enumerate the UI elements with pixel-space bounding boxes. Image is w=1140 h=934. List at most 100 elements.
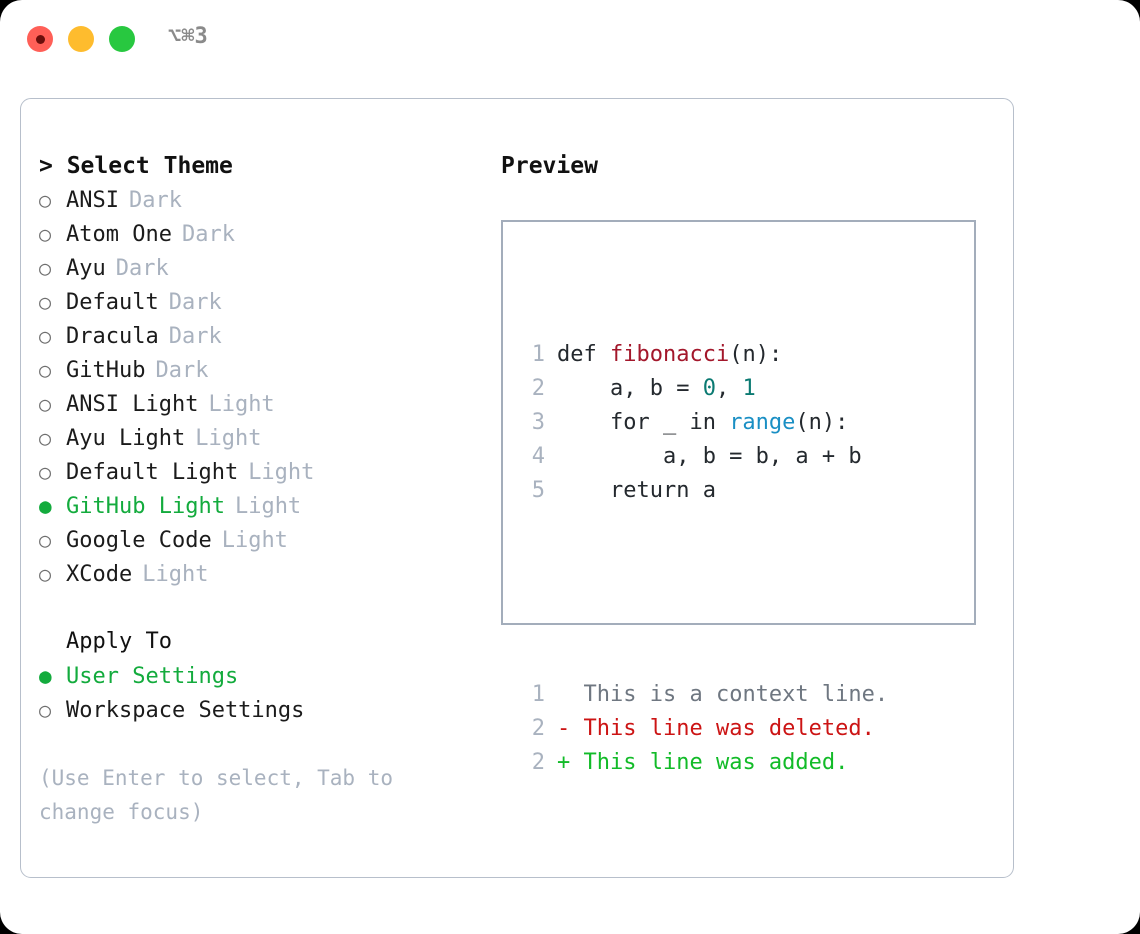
theme-option-tag: Dark [128, 188, 182, 213]
diff-line-text: This line was added. [583, 750, 849, 775]
radio-unselected-icon: ○ [39, 188, 52, 212]
theme-option-tag: Light [208, 392, 275, 417]
panel-title-select-theme: > Select Theme [39, 153, 233, 179]
code-line-number: 4 [531, 444, 545, 469]
code-token-plain: return a [557, 478, 716, 503]
theme-option-label: Dracula [66, 324, 159, 349]
theme-option-tag: Light [142, 562, 209, 587]
radio-unselected-icon: ○ [39, 460, 52, 484]
code-line: 3 for _ in range(n): [525, 406, 974, 440]
apply-to-option-label: User Settings [66, 664, 239, 689]
apply-to-option-user-settings[interactable]: ● User Settings [39, 659, 479, 693]
radio-unselected-icon: ○ [39, 698, 52, 722]
code-token-plain: , [715, 376, 743, 401]
radio-unselected-icon: ○ [39, 528, 52, 552]
radio-selected-icon: ● [39, 494, 52, 518]
keyboard-hint-text: (Use Enter to select, Tab to change focu… [39, 766, 394, 824]
diff-line-ctx: 1 This is a context line. [525, 678, 974, 712]
radio-unselected-icon: ○ [39, 256, 52, 280]
code-token-plain: a, b = b, a + b [557, 444, 862, 469]
theme-option-label: Default [66, 290, 159, 315]
theme-option-tag: Dark [115, 256, 169, 281]
apply-to-option-workspace-settings[interactable]: ○Workspace Settings [39, 693, 479, 727]
panel-title-preview: Preview [501, 153, 598, 179]
diff-marker [557, 682, 584, 707]
keyboard-shortcut-label: ⌥⌘3 [168, 24, 208, 49]
code-token-builtin: range [729, 410, 796, 435]
theme-option-tag: Light [248, 460, 315, 485]
section-spacer [39, 591, 479, 625]
theme-option-label: ANSI Light [66, 392, 199, 417]
theme-option-atom-one[interactable]: ○ Atom One Dark [39, 217, 479, 251]
radio-unselected-icon: ○ [39, 392, 52, 416]
diff-sample-block: 1 This is a context line.2- This line wa… [525, 678, 974, 780]
theme-option-label: GitHub [66, 358, 146, 383]
radio-unselected-icon: ○ [39, 562, 52, 586]
code-token-plain: for _ in [557, 410, 730, 435]
code-line: 5 return a [525, 474, 974, 508]
code-line-number: 2 [531, 376, 545, 401]
code-line: 4 a, b = b, a + b [525, 440, 974, 474]
theme-option-google-code[interactable]: ○ Google Code Light [39, 523, 479, 557]
diff-marker: - [557, 716, 584, 741]
diff-line-number: 2 [531, 750, 545, 775]
minimize-window-icon[interactable] [68, 26, 94, 52]
theme-option-github[interactable]: ○ GitHub Dark [39, 353, 479, 387]
code-blank-line [525, 576, 974, 610]
theme-option-tag: Light [195, 426, 262, 451]
maximize-window-icon[interactable] [109, 26, 135, 52]
code-token-plain: (n): [795, 410, 849, 435]
code-token-num: 1 [742, 376, 756, 401]
code-token-func: fibonacci [609, 342, 730, 367]
code-token-plain: def [557, 342, 610, 367]
theme-option-tag: Dark [155, 358, 209, 383]
code-line: 2 a, b = 0, 1 [525, 372, 974, 406]
diff-marker: + [557, 750, 584, 775]
theme-option-tag: Dark [181, 222, 235, 247]
theme-option-label: Atom One [66, 222, 172, 247]
title-bar: ⌥⌘3 [0, 0, 1140, 78]
code-token-num: 0 [702, 376, 716, 401]
theme-option-tag: Dark [168, 290, 222, 315]
code-line-number: 5 [531, 478, 545, 503]
theme-option-tag: Dark [168, 324, 222, 349]
diff-line-number: 2 [531, 716, 545, 741]
theme-option-tag: Light [221, 528, 288, 553]
code-token-plain: a, b = [557, 376, 703, 401]
radio-selected-icon: ● [39, 664, 52, 688]
diff-line-text: This line was deleted. [583, 716, 875, 741]
theme-option-xcode[interactable]: ○ XCode Light [39, 557, 479, 591]
diff-line-del: 2- This line was deleted. [525, 712, 974, 746]
code-line-number: 3 [531, 410, 545, 435]
theme-option-ayu[interactable]: ○ Ayu Dark [39, 251, 479, 285]
radio-unselected-icon: ○ [39, 222, 52, 246]
theme-option-label: GitHub Light [66, 494, 225, 519]
radio-unselected-icon: ○ [39, 324, 52, 348]
radio-unselected-icon: ○ [39, 358, 52, 382]
theme-option-label: Google Code [66, 528, 212, 553]
panel-title-apply-to: Apply To [66, 629, 172, 654]
radio-unselected-icon: ○ [39, 426, 52, 450]
diff-line-add: 2 + This line was added. [525, 746, 974, 780]
diff-line-text: This is a context line. [583, 682, 889, 707]
theme-option-dracula[interactable]: ○ Dracula Dark [39, 319, 479, 353]
theme-option-label: XCode [66, 562, 133, 587]
theme-option-ansi-light[interactable]: ○ ANSI Light Light [39, 387, 479, 421]
code-token-plain: (n): [729, 342, 783, 367]
theme-option-label: ANSI [66, 188, 119, 213]
close-window-icon[interactable] [27, 26, 53, 52]
theme-option-label: Ayu [66, 256, 106, 281]
theme-option-ansi[interactable]: ○ ANSI Dark [39, 183, 479, 217]
